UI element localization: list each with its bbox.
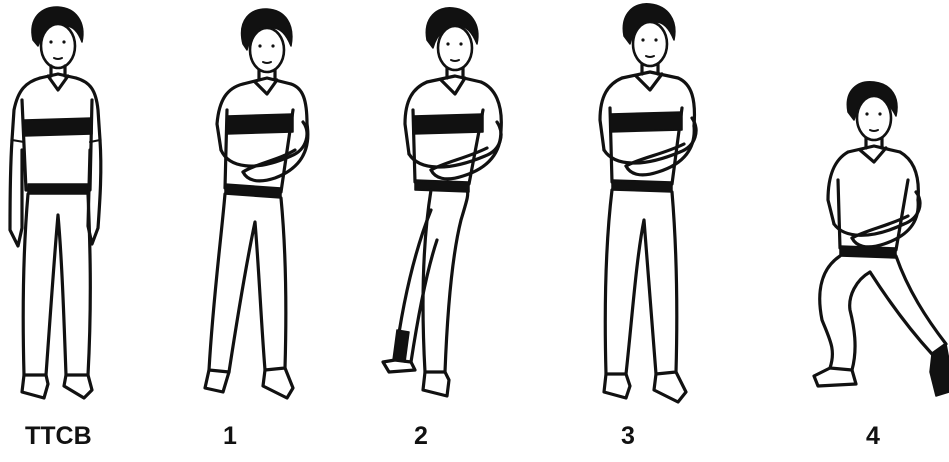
figure-step-1 — [195, 0, 325, 410]
figure-step-2 — [375, 0, 515, 410]
figure-step-4 — [800, 0, 949, 410]
figure-step-3 — [582, 0, 712, 410]
caption-step-1: 1 — [223, 424, 237, 449]
caption-step-3: 3 — [621, 424, 635, 449]
caption-start-position: TTCB — [25, 424, 92, 449]
figure-start-position — [0, 0, 110, 410]
caption-step-2: 2 — [414, 424, 428, 449]
caption-step-4: 4 — [866, 424, 880, 449]
